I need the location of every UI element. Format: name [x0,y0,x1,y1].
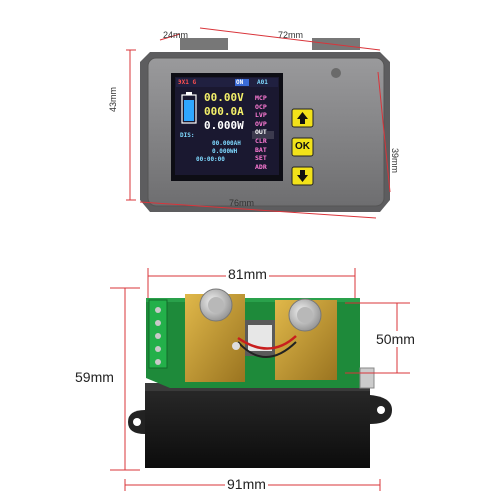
arrow-down-icon [297,170,308,182]
dim-width-bottom: 76mm [229,198,255,208]
wire-red [237,335,297,350]
menu-item: OCP [255,102,267,111]
current-readout: 000.0A [204,105,244,118]
mounting-clip-right [312,38,360,50]
dim-height-left: 43mm [108,86,118,112]
shunt-device [128,288,392,468]
lcd-screen [175,77,279,175]
time-readout: 00:00:00 [196,156,225,163]
menu-item: ADR [255,162,267,171]
wh-readout: 0.000WH [212,148,238,155]
menu-item-selected: OUT [255,128,267,137]
connector [359,367,375,389]
dim-width-top: 72mm [278,30,304,40]
meter-device [140,38,390,212]
shunt-housing [145,383,370,468]
dim-shunt-height-left: 59mm [73,369,116,385]
screen-address: A01 [257,79,268,86]
ok-button-label: OK [295,141,310,152]
dim-height-right: 39mm [390,148,400,174]
arrow-up-icon [297,112,308,124]
screen-menu: MCP OCP LVP OVP OUT CLR BAT SET ADR [255,94,279,171]
battery-icon [181,92,197,124]
screen-on-label: ON [236,79,244,86]
meter-dimension-lines [126,27,391,219]
ah-readout: 00.000AH [212,140,241,147]
dim-depth: 24mm [163,30,189,40]
menu-item: OVP [255,119,267,128]
menu-item: CLR [255,136,267,145]
wire-black [237,341,297,358]
voltage-readout: 00.00V [204,91,244,104]
menu-item: BAT [255,145,267,154]
mounting-clip-left [180,38,228,50]
ok-button [291,137,314,157]
menu-item: SET [255,154,267,163]
screen-header-left: ЭХ1 G [178,79,197,86]
on-badge [235,79,249,86]
dim-shunt-width-bottom: 91mm [225,476,268,492]
dim-shunt-height-right: 50mm [374,331,417,347]
menu-item: LVP [255,111,267,120]
dim-shunt-width-top: 81mm [226,266,269,282]
menu-item: MCP [255,94,267,102]
dis-label: DIS: [180,132,195,139]
power-readout: 0.000W [204,119,244,132]
